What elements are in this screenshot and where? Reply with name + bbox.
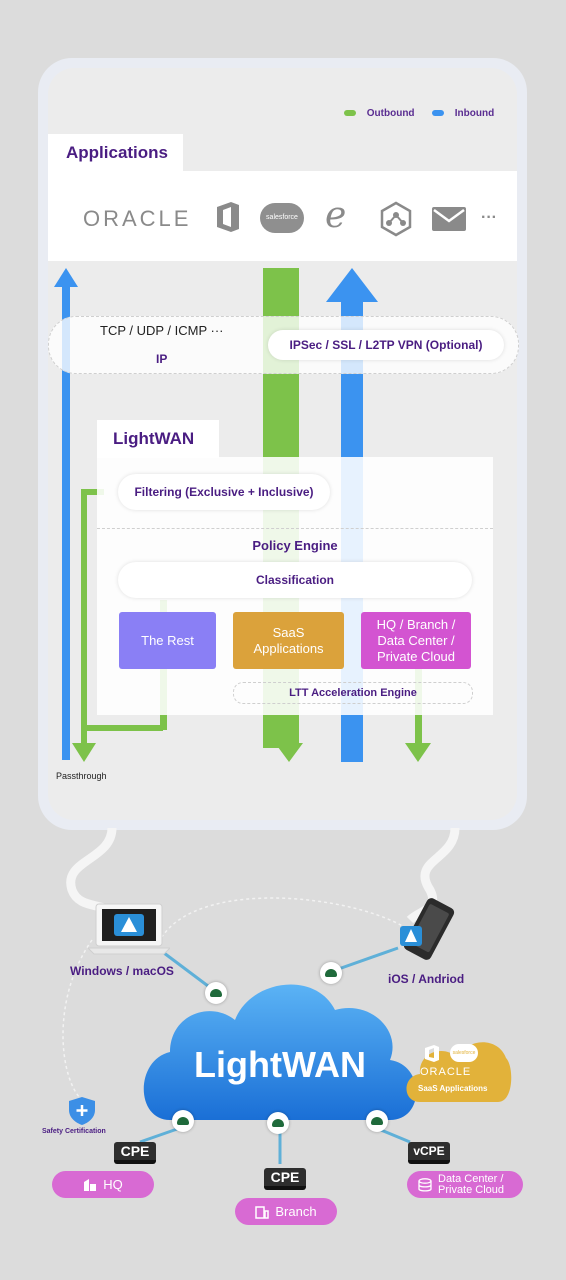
hq-location[interactable]: HQ <box>52 1171 154 1198</box>
legend-inbound: Inbound <box>432 108 494 119</box>
passthrough-label: Passthrough <box>56 771 107 781</box>
outbound-arrow-head-down <box>275 743 303 762</box>
outbound-label: Outbound <box>366 108 415 119</box>
pop-icon-branch <box>267 1112 289 1134</box>
filtering-pill: Filtering (Exclusive + Inclusive) <box>118 474 330 510</box>
inbound-swatch <box>432 110 444 116</box>
branch-location[interactable]: Branch <box>235 1198 337 1225</box>
passthrough-arrow-shaft <box>62 285 70 760</box>
windows-label: Windows / macOS <box>70 964 174 978</box>
vpn-pill: IPSec / SSL / L2TP VPN (Optional) <box>268 330 504 360</box>
oracle-logo: ORACLE <box>83 206 192 231</box>
safety-label: Safety Certification <box>42 1128 106 1135</box>
tcp-udp-label: TCP / UDP / ICMP ··· <box>100 323 224 338</box>
database-icon <box>418 1177 432 1192</box>
cpe-branch: CPE <box>264 1168 306 1190</box>
office-building-icon <box>255 1205 270 1219</box>
hq-branch-box: HQ / Branch / Data Center / Private Clou… <box>361 612 471 669</box>
panel-divider <box>97 528 493 529</box>
mail-icon <box>432 207 466 231</box>
saas-office-icon <box>425 1045 439 1062</box>
branch-label: Branch <box>275 1204 317 1219</box>
inbound-label: Inbound <box>454 108 495 119</box>
building-icon <box>84 1178 97 1191</box>
ip-label: IP <box>156 352 168 366</box>
policy-engine-label: Policy Engine <box>252 538 338 553</box>
saas-apps-label: SaaS Applications <box>418 1084 488 1093</box>
shield-icon <box>69 1097 95 1125</box>
pop-icon-datacenter <box>366 1110 388 1132</box>
hq-label: HQ <box>103 1177 123 1192</box>
inbound-arrow-head <box>326 268 378 302</box>
office-icon <box>217 202 239 232</box>
ie-icon: e <box>325 195 347 236</box>
laptop-icon <box>88 903 170 955</box>
cloud-label: LightWAN <box>194 1044 366 1085</box>
pop-icon-ios <box>320 962 342 984</box>
filter-arrow-head <box>72 743 96 762</box>
phone-icon <box>400 898 455 960</box>
applications-title: Applications <box>48 134 183 172</box>
datacenter-label: Data Center / Private Cloud <box>438 1172 505 1196</box>
network-app-icon <box>380 201 412 237</box>
lightwan-title: LightWAN <box>97 420 219 458</box>
saas-box: SaaS Applications <box>233 612 344 669</box>
classification-pill: Classification <box>118 562 472 598</box>
lightwan-cloud <box>143 984 417 1120</box>
salesforce-icon: salesforce <box>260 203 304 233</box>
more-icon: ··· <box>481 209 497 226</box>
datacenter-location[interactable]: Data Center / Private Cloud <box>407 1171 523 1198</box>
outbound-swatch <box>344 110 356 116</box>
pop-icon-windows <box>205 982 227 1004</box>
legend-outbound: Outbound <box>344 108 415 119</box>
pop-icon-hq <box>172 1110 194 1132</box>
cpe-hq: CPE <box>114 1142 156 1164</box>
saas-cloud <box>406 1042 512 1102</box>
ltt-engine: LTT Acceleration Engine <box>233 682 473 704</box>
passthrough-arrow-head <box>54 268 78 287</box>
saas-salesforce-icon: salesforce <box>450 1044 478 1062</box>
ios-label: iOS / Andriod <box>388 972 465 986</box>
hq-arrow-head <box>405 743 431 762</box>
vcpe-datacenter: vCPE <box>408 1142 450 1164</box>
the-rest-box: The Rest <box>119 612 216 669</box>
saas-oracle-label: ORACLE <box>420 1066 472 1078</box>
